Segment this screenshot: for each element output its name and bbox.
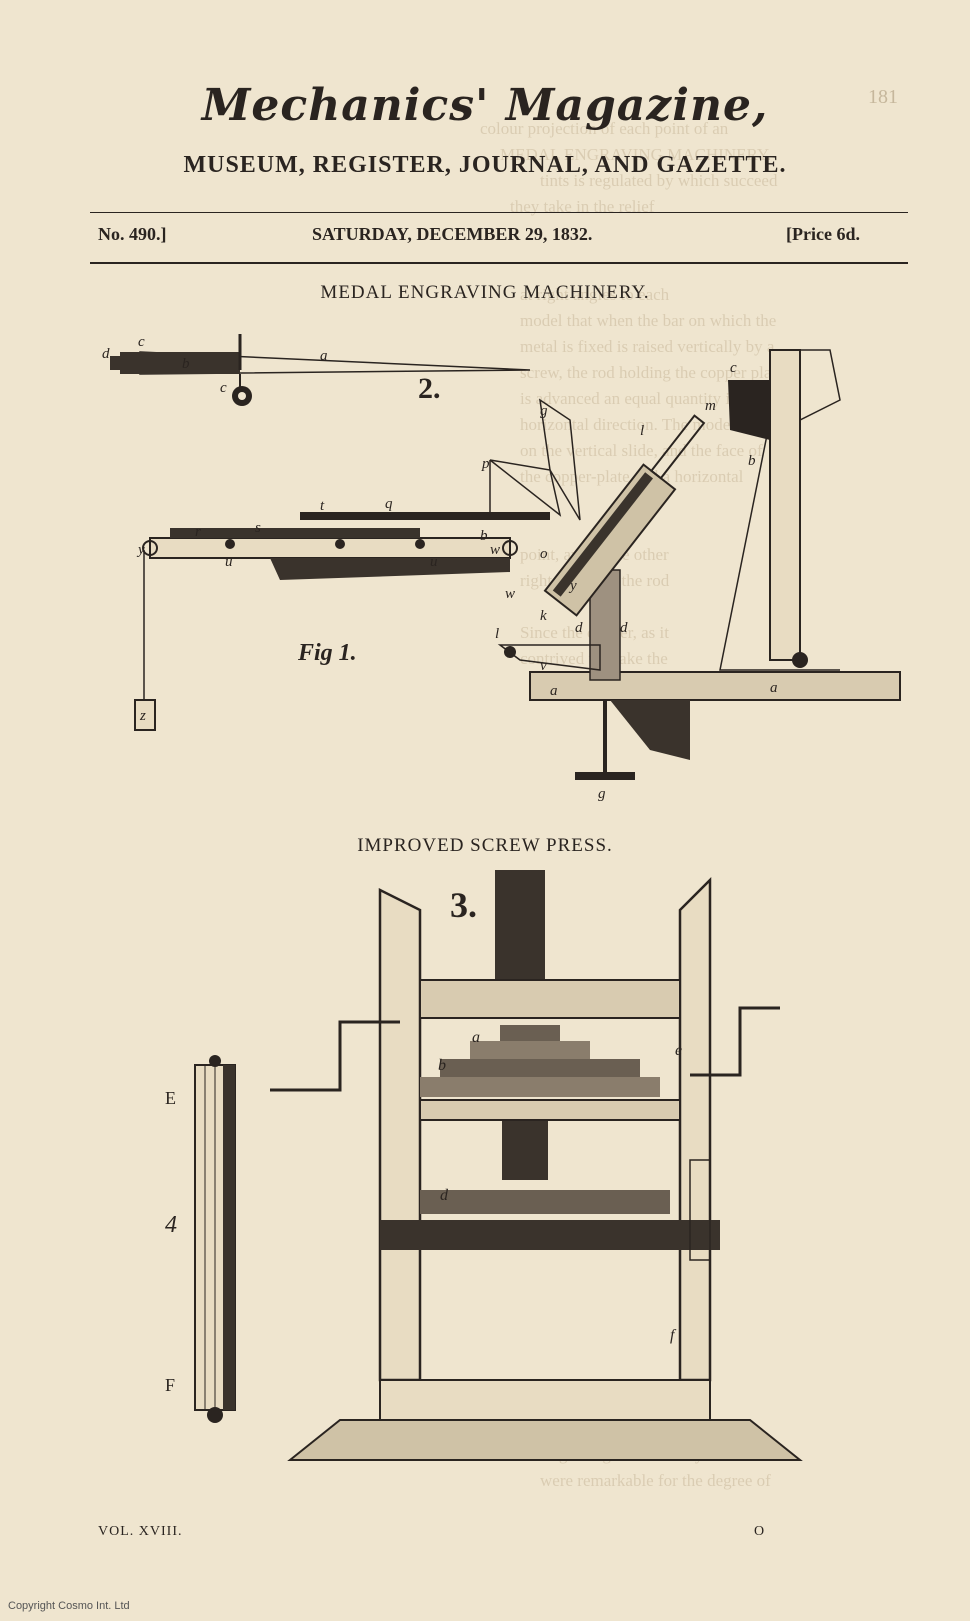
- svg-text:s: s: [255, 520, 261, 536]
- svg-text:m: m: [705, 398, 716, 414]
- masthead-subtitle: MUSEUM, REGISTER, JOURNAL, AND GAZETTE.: [183, 152, 787, 178]
- svg-text:y: y: [136, 542, 145, 558]
- svg-text:b: b: [438, 1057, 446, 1074]
- svg-text:r: r: [195, 524, 201, 540]
- svg-text:z: z: [139, 708, 146, 724]
- footer-signature: O: [754, 1524, 766, 1539]
- svg-text:c: c: [730, 360, 737, 376]
- svg-text:a: a: [770, 680, 778, 696]
- svg-text:d: d: [102, 346, 110, 362]
- page-number: 181: [868, 86, 898, 108]
- svg-text:d: d: [575, 620, 583, 636]
- svg-text:y: y: [568, 578, 577, 594]
- svg-text:e: e: [675, 1042, 682, 1059]
- svg-text:b: b: [480, 528, 488, 544]
- figure-4-label: 4: [165, 1212, 177, 1238]
- svg-text:f: f: [670, 1327, 677, 1344]
- svg-text:c: c: [220, 380, 227, 396]
- svg-text:k: k: [540, 608, 547, 624]
- svg-text:b: b: [748, 453, 756, 469]
- svg-text:l: l: [495, 626, 499, 642]
- svg-text:o: o: [540, 546, 548, 562]
- svg-text:t: t: [320, 498, 325, 514]
- issue-number: No. 490.]: [98, 224, 167, 244]
- figure-3-screw-press: a b e d f: [270, 870, 803, 1461]
- svg-text:l: l: [640, 423, 644, 439]
- footer-volume: VOL. XVIII.: [98, 1524, 183, 1539]
- svg-text:a: a: [320, 348, 328, 364]
- svg-text:w: w: [490, 542, 500, 558]
- section-heading-medal: MEDAL ENGRAVING MACHINERY.: [320, 282, 650, 303]
- svg-text:a: a: [550, 683, 558, 699]
- issue-rule: [90, 262, 908, 264]
- svg-text:b: b: [182, 356, 190, 372]
- svg-text:u: u: [430, 554, 438, 570]
- issue-date: SATURDAY, DECEMBER 29, 1832.: [312, 224, 593, 244]
- svg-text:q: q: [385, 496, 393, 512]
- issue-price: [Price 6d.: [786, 224, 860, 244]
- svg-text:a: a: [472, 1029, 480, 1046]
- figure-3-label: 3.: [450, 885, 477, 925]
- svg-text:g: g: [598, 786, 606, 802]
- copyright-watermark: Copyright Cosmo Int. Ltd: [8, 1600, 130, 1612]
- top-rule: [90, 212, 908, 213]
- figure-1-label: Fig 1.: [298, 640, 357, 666]
- svg-text:d: d: [440, 1187, 449, 1204]
- figure-4-label-bottom: F: [165, 1375, 176, 1395]
- svg-text:c: c: [138, 334, 145, 350]
- masthead-title: Mechanics' Magazine,: [201, 80, 769, 131]
- figure-4-rod: [194, 1055, 236, 1423]
- svg-text:p: p: [481, 456, 490, 472]
- section-heading-press: IMPROVED SCREW PRESS.: [357, 835, 613, 856]
- svg-text:g: g: [540, 403, 548, 419]
- figure-2-label: 2.: [418, 372, 441, 405]
- figure-4-label-top: E: [165, 1088, 176, 1108]
- svg-text:they take in the relief: they take in the relief: [510, 197, 655, 216]
- svg-text:v: v: [540, 658, 547, 674]
- figure-2-engraving: d c b c a: [102, 334, 531, 406]
- svg-text:d: d: [620, 620, 628, 636]
- svg-text:w: w: [505, 586, 515, 602]
- svg-text:u: u: [225, 554, 233, 570]
- svg-text:model that when the bar on whi: model that when the bar on which the: [520, 311, 776, 330]
